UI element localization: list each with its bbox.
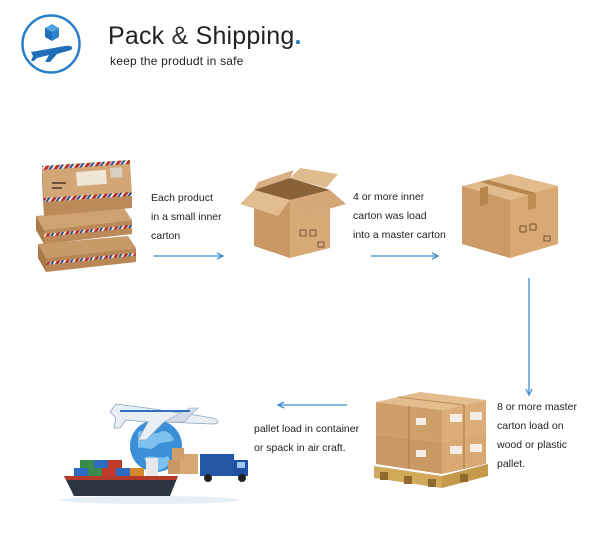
sealed-carton-icon <box>462 174 558 258</box>
arrow-right-icon <box>371 252 440 260</box>
title-word-pack: Pack <box>108 22 165 50</box>
arrow-down-icon <box>525 278 533 397</box>
step-caption-master-carton: 4 or more inner carton was load into a m… <box>353 191 446 241</box>
kraft-mailer-boxes-icon <box>36 160 136 272</box>
page-title: Pack & Shipping. <box>108 22 302 51</box>
step-caption-transport: pallet load in container or spack in air… <box>254 423 360 454</box>
step-caption-inner-carton: Each product in a small inner carton <box>151 192 222 242</box>
ship-plane-truck-icon <box>60 403 248 504</box>
page-subtitle: keep the produdt in safe <box>110 54 244 68</box>
arrow-right-icon <box>154 252 225 260</box>
title-ampersand: & <box>171 22 189 50</box>
arrow-left-icon <box>276 401 347 409</box>
open-carton-icon <box>240 168 346 258</box>
plane-with-box-icon <box>21 14 81 74</box>
pallet-cartons-icon <box>374 392 488 488</box>
title-dot: . <box>294 22 302 50</box>
title-word-shipping: Shipping <box>195 22 295 50</box>
step-caption-pallet: 8 or more master carton load on wood or … <box>497 401 577 470</box>
